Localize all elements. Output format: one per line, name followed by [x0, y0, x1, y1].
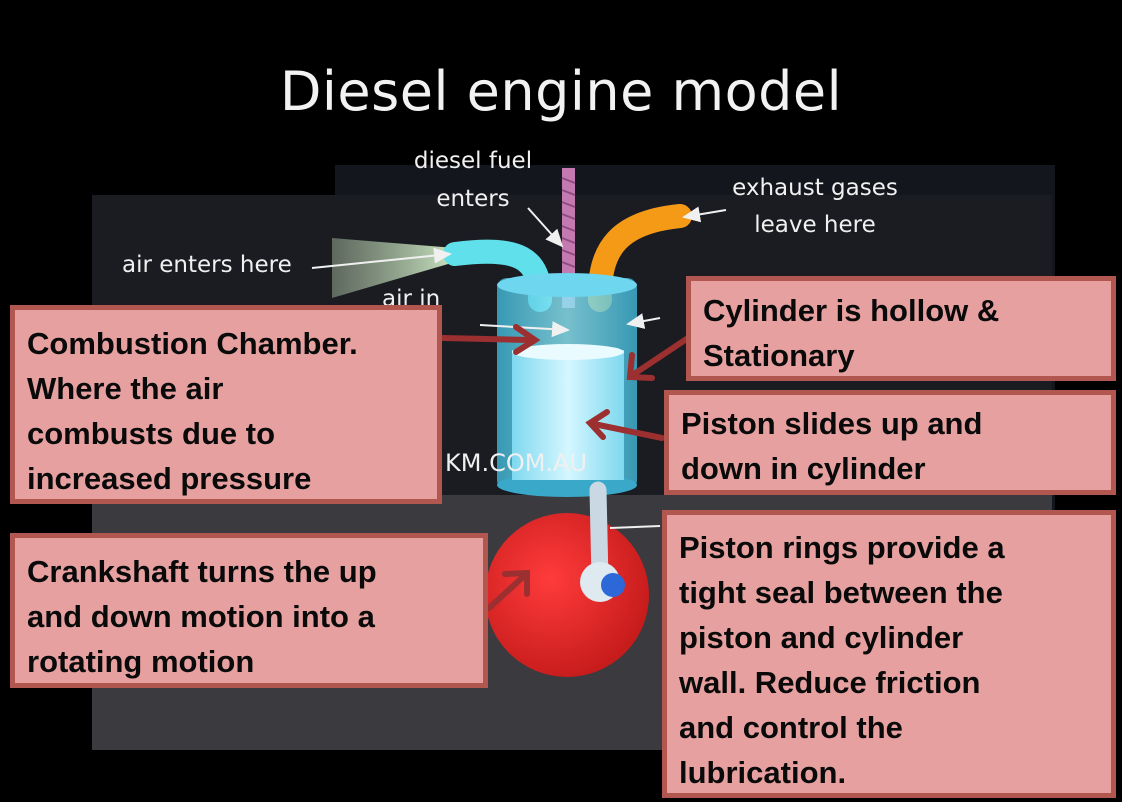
cylinder-arrow	[631, 335, 691, 377]
diesel-fuel-label-1: diesel fuel	[414, 148, 532, 174]
rings-white-line	[609, 525, 661, 529]
exhaust-label-2: leave here	[754, 212, 876, 238]
crank-pin	[601, 573, 625, 597]
callout-cylinder: Cylinder is hollow & Stationary	[686, 276, 1116, 381]
air-in-arrow	[479, 321, 570, 338]
crankshaft-arrowhead	[502, 569, 530, 597]
page-title: Diesel engine model	[279, 60, 843, 123]
callout-piston: Piston slides up and down in cylinder	[664, 390, 1116, 495]
callout-combustion-chamber: Combustion Chamber. Where the air combus…	[10, 305, 442, 504]
diesel-fuel-arrow	[527, 207, 564, 248]
piston-top	[512, 344, 624, 360]
diesel-fuel-label-2: enters	[436, 186, 509, 212]
combustion-arrow	[440, 335, 533, 343]
crankshaft-arrow	[486, 573, 527, 611]
cylinder-arrowhead	[626, 352, 655, 381]
cylinder-top	[497, 273, 637, 297]
callout-piston-rings: Piston rings provide a tight seal betwee…	[662, 510, 1116, 798]
air-intake-cone	[332, 238, 455, 298]
watermark-text: KM.COM.AU	[445, 449, 587, 477]
cylinder-white-arrow	[626, 313, 661, 329]
piston-arrowhead	[585, 409, 610, 440]
piston-arrow	[591, 421, 665, 441]
exhaust-arrow	[682, 206, 727, 223]
crank-wheel	[485, 513, 649, 677]
combustion-arrowhead	[513, 324, 541, 355]
air-enters-label: air enters here	[122, 252, 292, 278]
air-enters-arrow	[311, 247, 452, 269]
callout-crankshaft: Crankshaft turns the up and down motion …	[10, 533, 488, 688]
exhaust-label-1: exhaust gases	[732, 175, 898, 201]
